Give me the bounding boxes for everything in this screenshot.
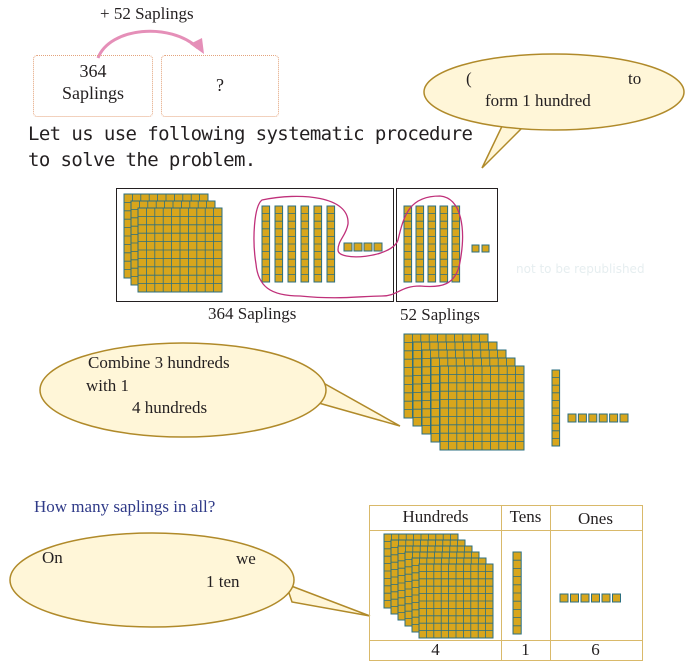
ten-rod [313,205,323,283]
ten-rod [287,205,297,283]
watermark: not to be republished [516,262,645,276]
ten-rod [427,205,437,283]
one-cube [353,242,363,252]
combine-line3: 4 hundreds [132,398,208,417]
one-cube [612,593,621,603]
box-364 [33,55,153,117]
one-cube [601,593,611,603]
one-cube [559,593,569,603]
one-cube [591,593,600,603]
value-tens: 1 [521,640,530,659]
blocks-52-frame [396,188,498,302]
header-tens: Tens [509,507,542,526]
caption-364: 364 Saplings [208,304,297,323]
bottom-cloud-ten: 1 ten [206,572,240,591]
one-cube [580,593,590,603]
ten-rod [551,369,561,447]
place-value-table [369,505,643,661]
header-hundreds: Hundreds [402,507,469,526]
speech-cloud-bottom [9,532,371,628]
one-cube [567,413,577,423]
combine-line1: Combine 3 hundreds [88,353,230,372]
add-saplings-label: + 52 Saplings [100,4,194,23]
value-ones: 6 [591,640,600,659]
one-cube [363,242,373,252]
ten-rod [415,205,425,283]
cloud-top-paren: ( [466,69,472,88]
one-cube [577,413,587,423]
header-ones: Ones [578,509,613,528]
ten-rod [403,205,413,283]
speech-cloud-combine [39,342,401,438]
ten-rod [512,551,522,635]
value-hundreds: 4 [431,640,440,659]
one-cube [570,593,579,603]
box-unknown [161,55,279,117]
one-cube [481,244,490,253]
one-cube [373,242,383,252]
combine-line2: with 1 [86,376,129,395]
one-cube [619,413,629,423]
ten-rod [451,205,461,283]
cloud-top-to: to [628,69,642,88]
box-unknown-text: ? [216,75,224,95]
one-cube [609,413,619,423]
hundred-block [418,563,494,639]
one-cube [588,413,598,423]
ten-rod [439,205,449,283]
add-arrow [96,29,204,59]
intro-text: Let us use following systematic procedur… [28,123,473,171]
hundred-block [439,365,525,451]
speech-cloud-top [423,53,685,169]
ten-rod [326,205,336,283]
caption-52: 52 Saplings [400,305,480,324]
one-cube [471,244,480,253]
ten-rod [261,205,271,283]
box-364-text: 364 Saplings [61,61,124,103]
blocks-364-frame [116,188,394,302]
bottom-cloud-we: we [236,549,256,568]
cloud-top-line2: form 1 hundred [485,91,591,110]
one-cube [598,413,608,423]
ten-rod [274,205,284,283]
question-text: How many saplings in all? [34,497,216,516]
one-cube [343,242,353,252]
bottom-cloud-on: On [42,548,63,567]
ten-rod [300,205,310,283]
hundred-block [137,207,223,293]
